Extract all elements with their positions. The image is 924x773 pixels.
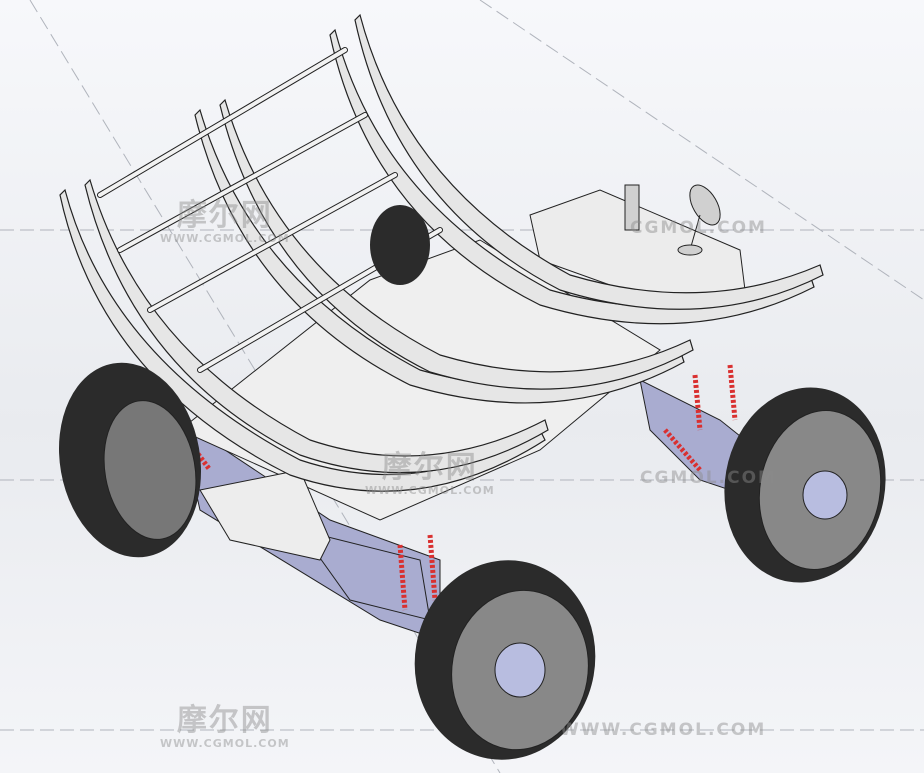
antenna-dish (624, 184, 721, 256)
watermark-url: WWW.CGMOL.COM (560, 720, 767, 740)
watermark-url: CGMOL.COM (640, 468, 777, 488)
wheel-front-right (414, 560, 596, 760)
watermark-url: CGMOL.COM (630, 218, 767, 238)
wheel-rear-left (370, 205, 430, 285)
wheel-front-left (58, 362, 202, 558)
hub (802, 470, 848, 520)
front-electronics-box (199, 469, 331, 561)
hub (494, 642, 546, 698)
curved-ribs (59, 13, 824, 492)
wheel-rear-right (724, 387, 886, 583)
